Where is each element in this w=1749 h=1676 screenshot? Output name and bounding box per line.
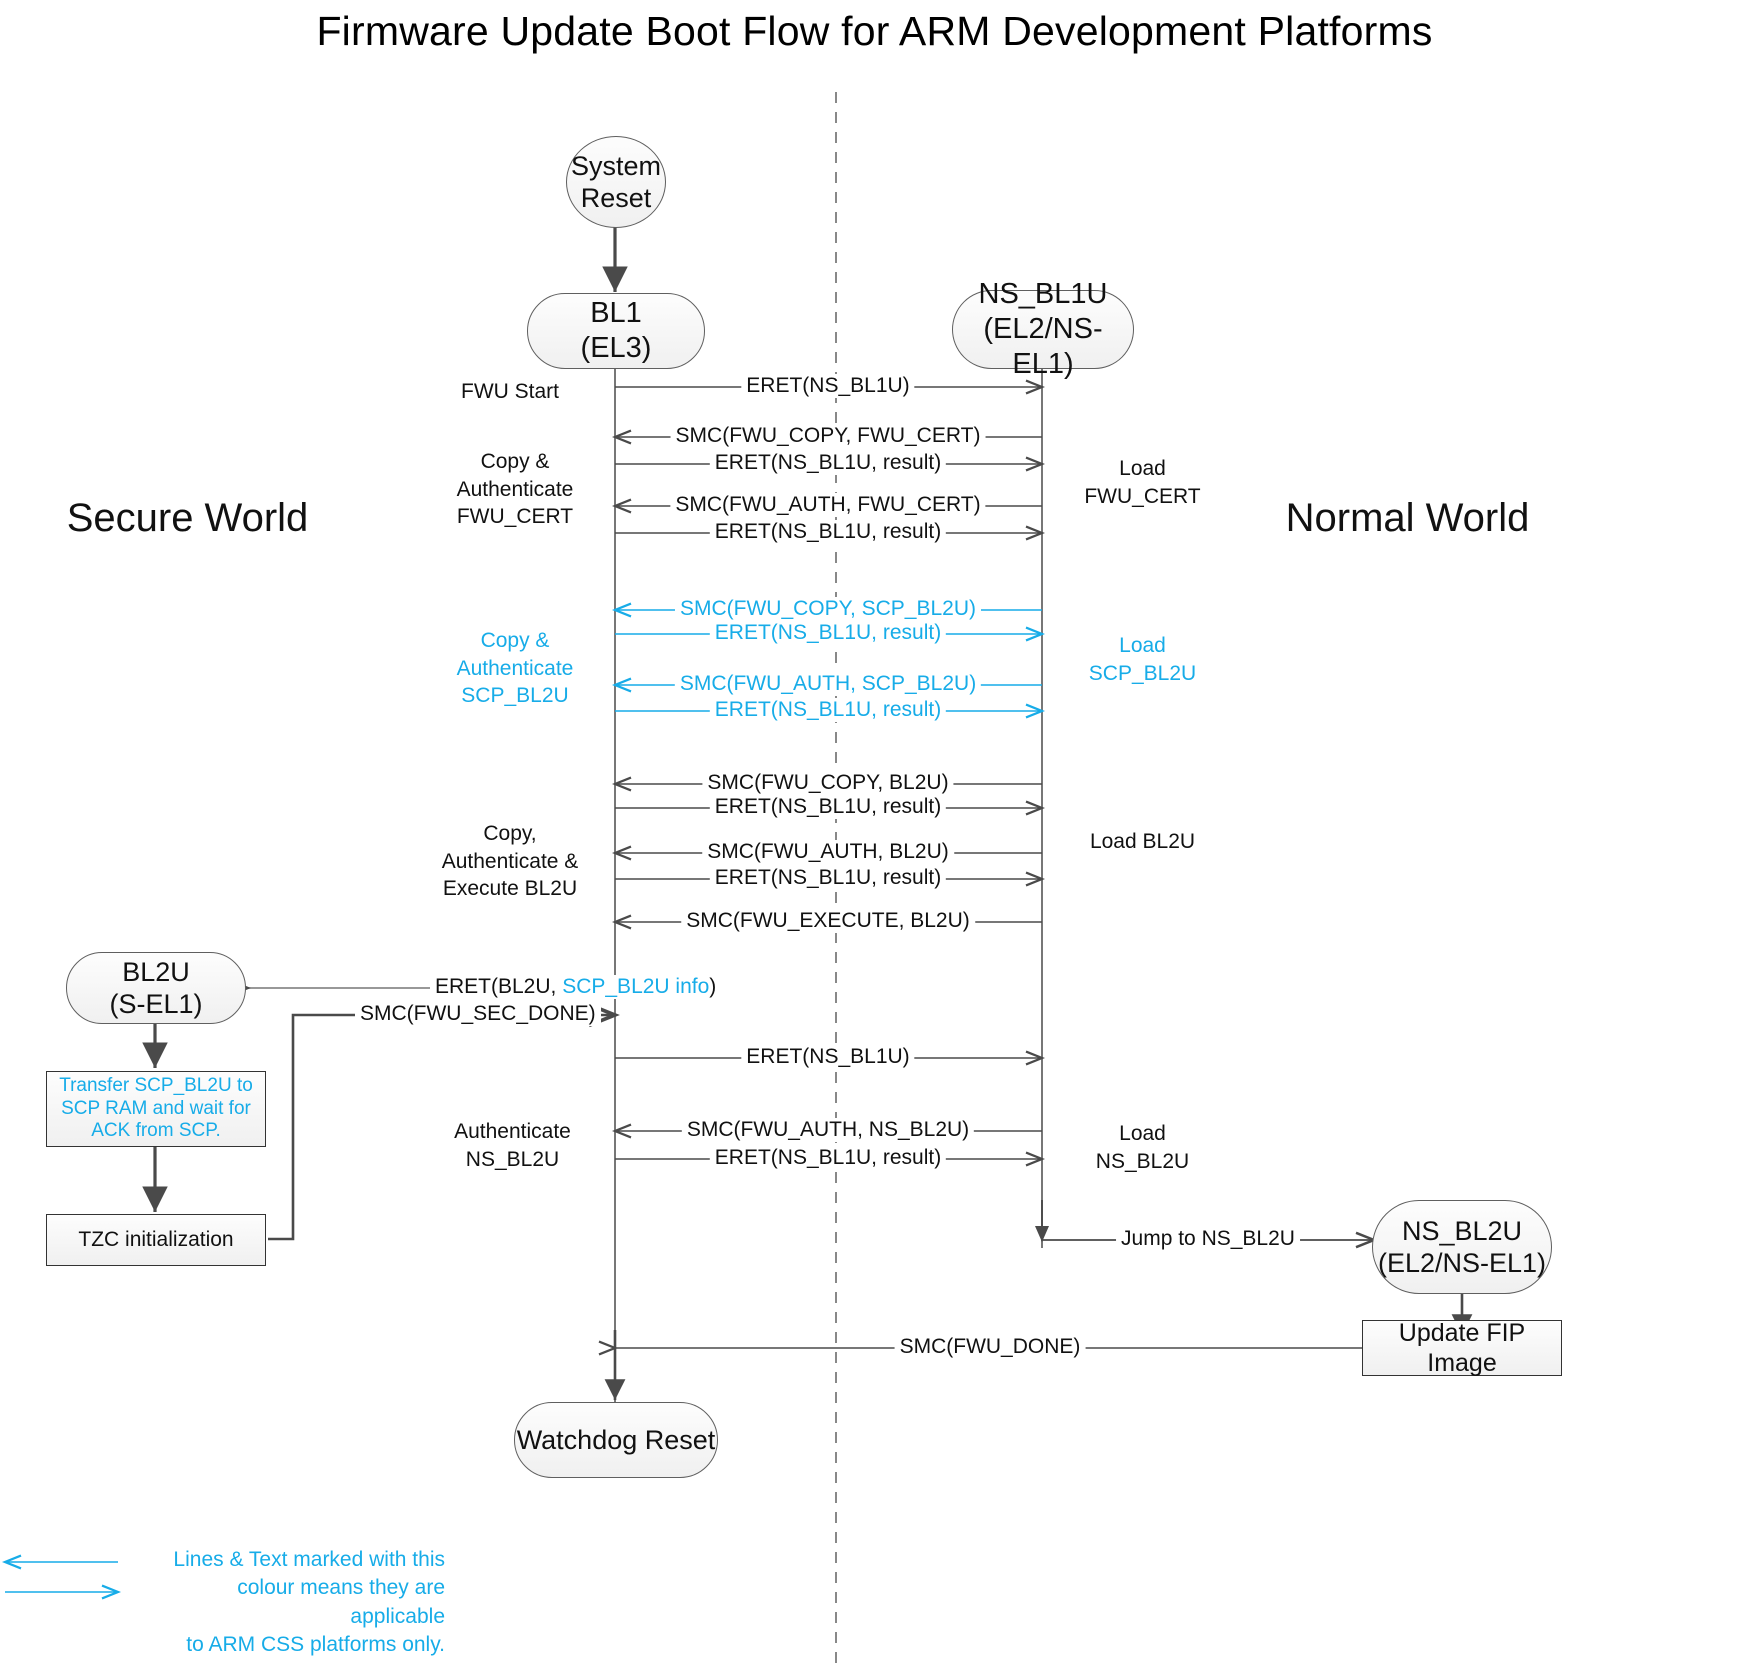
msg-label-m5: ERET(NS_BL1U, result)	[709, 520, 947, 544]
side-label-copy-auth-fwu-cert: Copy & Authenticate FWU_CERT	[456, 450, 574, 529]
node-system-reset[interactable]: System Reset	[566, 136, 666, 228]
side-label-copy-auth-exec-bl2u: Copy, Authenticate & Execute BL2U	[441, 822, 579, 901]
msg-label-m17: ERET(NS_BL1U, result)	[709, 1146, 947, 1170]
msg-label-m9: ERET(NS_BL1U, result)	[709, 698, 947, 722]
msg-label-m8: SMC(FWU_AUTH, SCP_BL2U)	[674, 672, 982, 696]
side-label-load-ns-bl2u: Load NS_BL2U	[1095, 1122, 1190, 1173]
normal-world-label: Normal World	[1285, 496, 1530, 540]
node-transfer-scp-bl2u[interactable]: Transfer SCP_BL2U to SCP RAM and wait fo…	[46, 1071, 266, 1147]
msg-label-m15: ERET(NS_BL1U)	[741, 1045, 915, 1069]
node-ns-bl1u[interactable]: NS_BL1U (EL2/NS-EL1)	[952, 278, 1134, 380]
msg-label-m14: SMC(FWU_EXECUTE, BL2U)	[681, 909, 975, 933]
side-label-load-fwu-cert: Load FWU_CERT	[1084, 457, 1201, 508]
msg-label-m13: ERET(NS_BL1U, result)	[709, 866, 947, 890]
msg-label-m6: SMC(FWU_COPY, SCP_BL2U)	[674, 597, 982, 621]
msg-label-smc-fwu-sec-done: SMC(FWU_SEC_DONE)	[355, 1002, 601, 1026]
msg-label-m16: SMC(FWU_AUTH, NS_BL2U)	[681, 1118, 975, 1142]
legend-note: Lines & Text marked with this colour mea…	[173, 1548, 445, 1657]
node-ns-bl2u[interactable]: NS_BL2U (EL2/NS-EL1)	[1372, 1200, 1552, 1294]
node-bl1[interactable]: BL1 (EL3)	[527, 293, 705, 369]
msg-label-m10: SMC(FWU_COPY, BL2U)	[702, 771, 954, 795]
msg-label-smc-fwu-done: SMC(FWU_DONE)	[894, 1335, 1086, 1359]
side-label-load-scp-bl2u: Load SCP_BL2U	[1088, 634, 1197, 685]
secure-world-label: Secure World	[66, 496, 309, 540]
msg-label-m12: SMC(FWU_AUTH, BL2U)	[702, 840, 954, 864]
side-label-copy-auth-scp-bl2u: Copy & Authenticate SCP_BL2U	[456, 629, 574, 708]
msg-label-m2: SMC(FWU_COPY, FWU_CERT)	[670, 424, 986, 448]
page-title: Firmware Update Boot Flow for ARM Develo…	[316, 8, 1433, 54]
node-watchdog-reset[interactable]: Watchdog Reset	[514, 1402, 718, 1478]
msg-label-m7: ERET(NS_BL1U, result)	[709, 621, 947, 645]
arrowhead-lifeline-end	[1035, 1226, 1049, 1242]
node-tzc-initialization[interactable]: TZC initialization	[46, 1214, 266, 1266]
msg-label-m4: SMC(FWU_AUTH, FWU_CERT)	[670, 493, 986, 517]
node-update-fip-image[interactable]: Update FIP Image	[1362, 1319, 1562, 1377]
eret-bl2u-scp-info: SCP_BL2U info	[562, 975, 710, 998]
msg-label-m1: ERET(NS_BL1U)	[741, 374, 915, 398]
node-bl2u[interactable]: BL2U (S-EL1)	[66, 952, 246, 1024]
eret-bl2u-suffix: )	[709, 975, 717, 998]
msg-label-m3: ERET(NS_BL1U, result)	[709, 451, 947, 475]
msg-label-jump-to-ns-bl2u: Jump to NS_BL2U	[1116, 1227, 1300, 1251]
eret-bl2u-prefix: ERET(BL2U,	[435, 975, 563, 998]
msg-label-m11: ERET(NS_BL1U, result)	[709, 795, 947, 819]
side-label-fwu-start: FWU Start	[461, 380, 559, 403]
msg-label-eret-bl2u-scp-info: ERET(BL2U, SCP_BL2U info)	[430, 975, 722, 999]
side-label-authenticate-ns-bl2u: Authenticate NS_BL2U	[454, 1120, 571, 1171]
side-label-load-bl2u: Load BL2U	[1089, 830, 1196, 853]
